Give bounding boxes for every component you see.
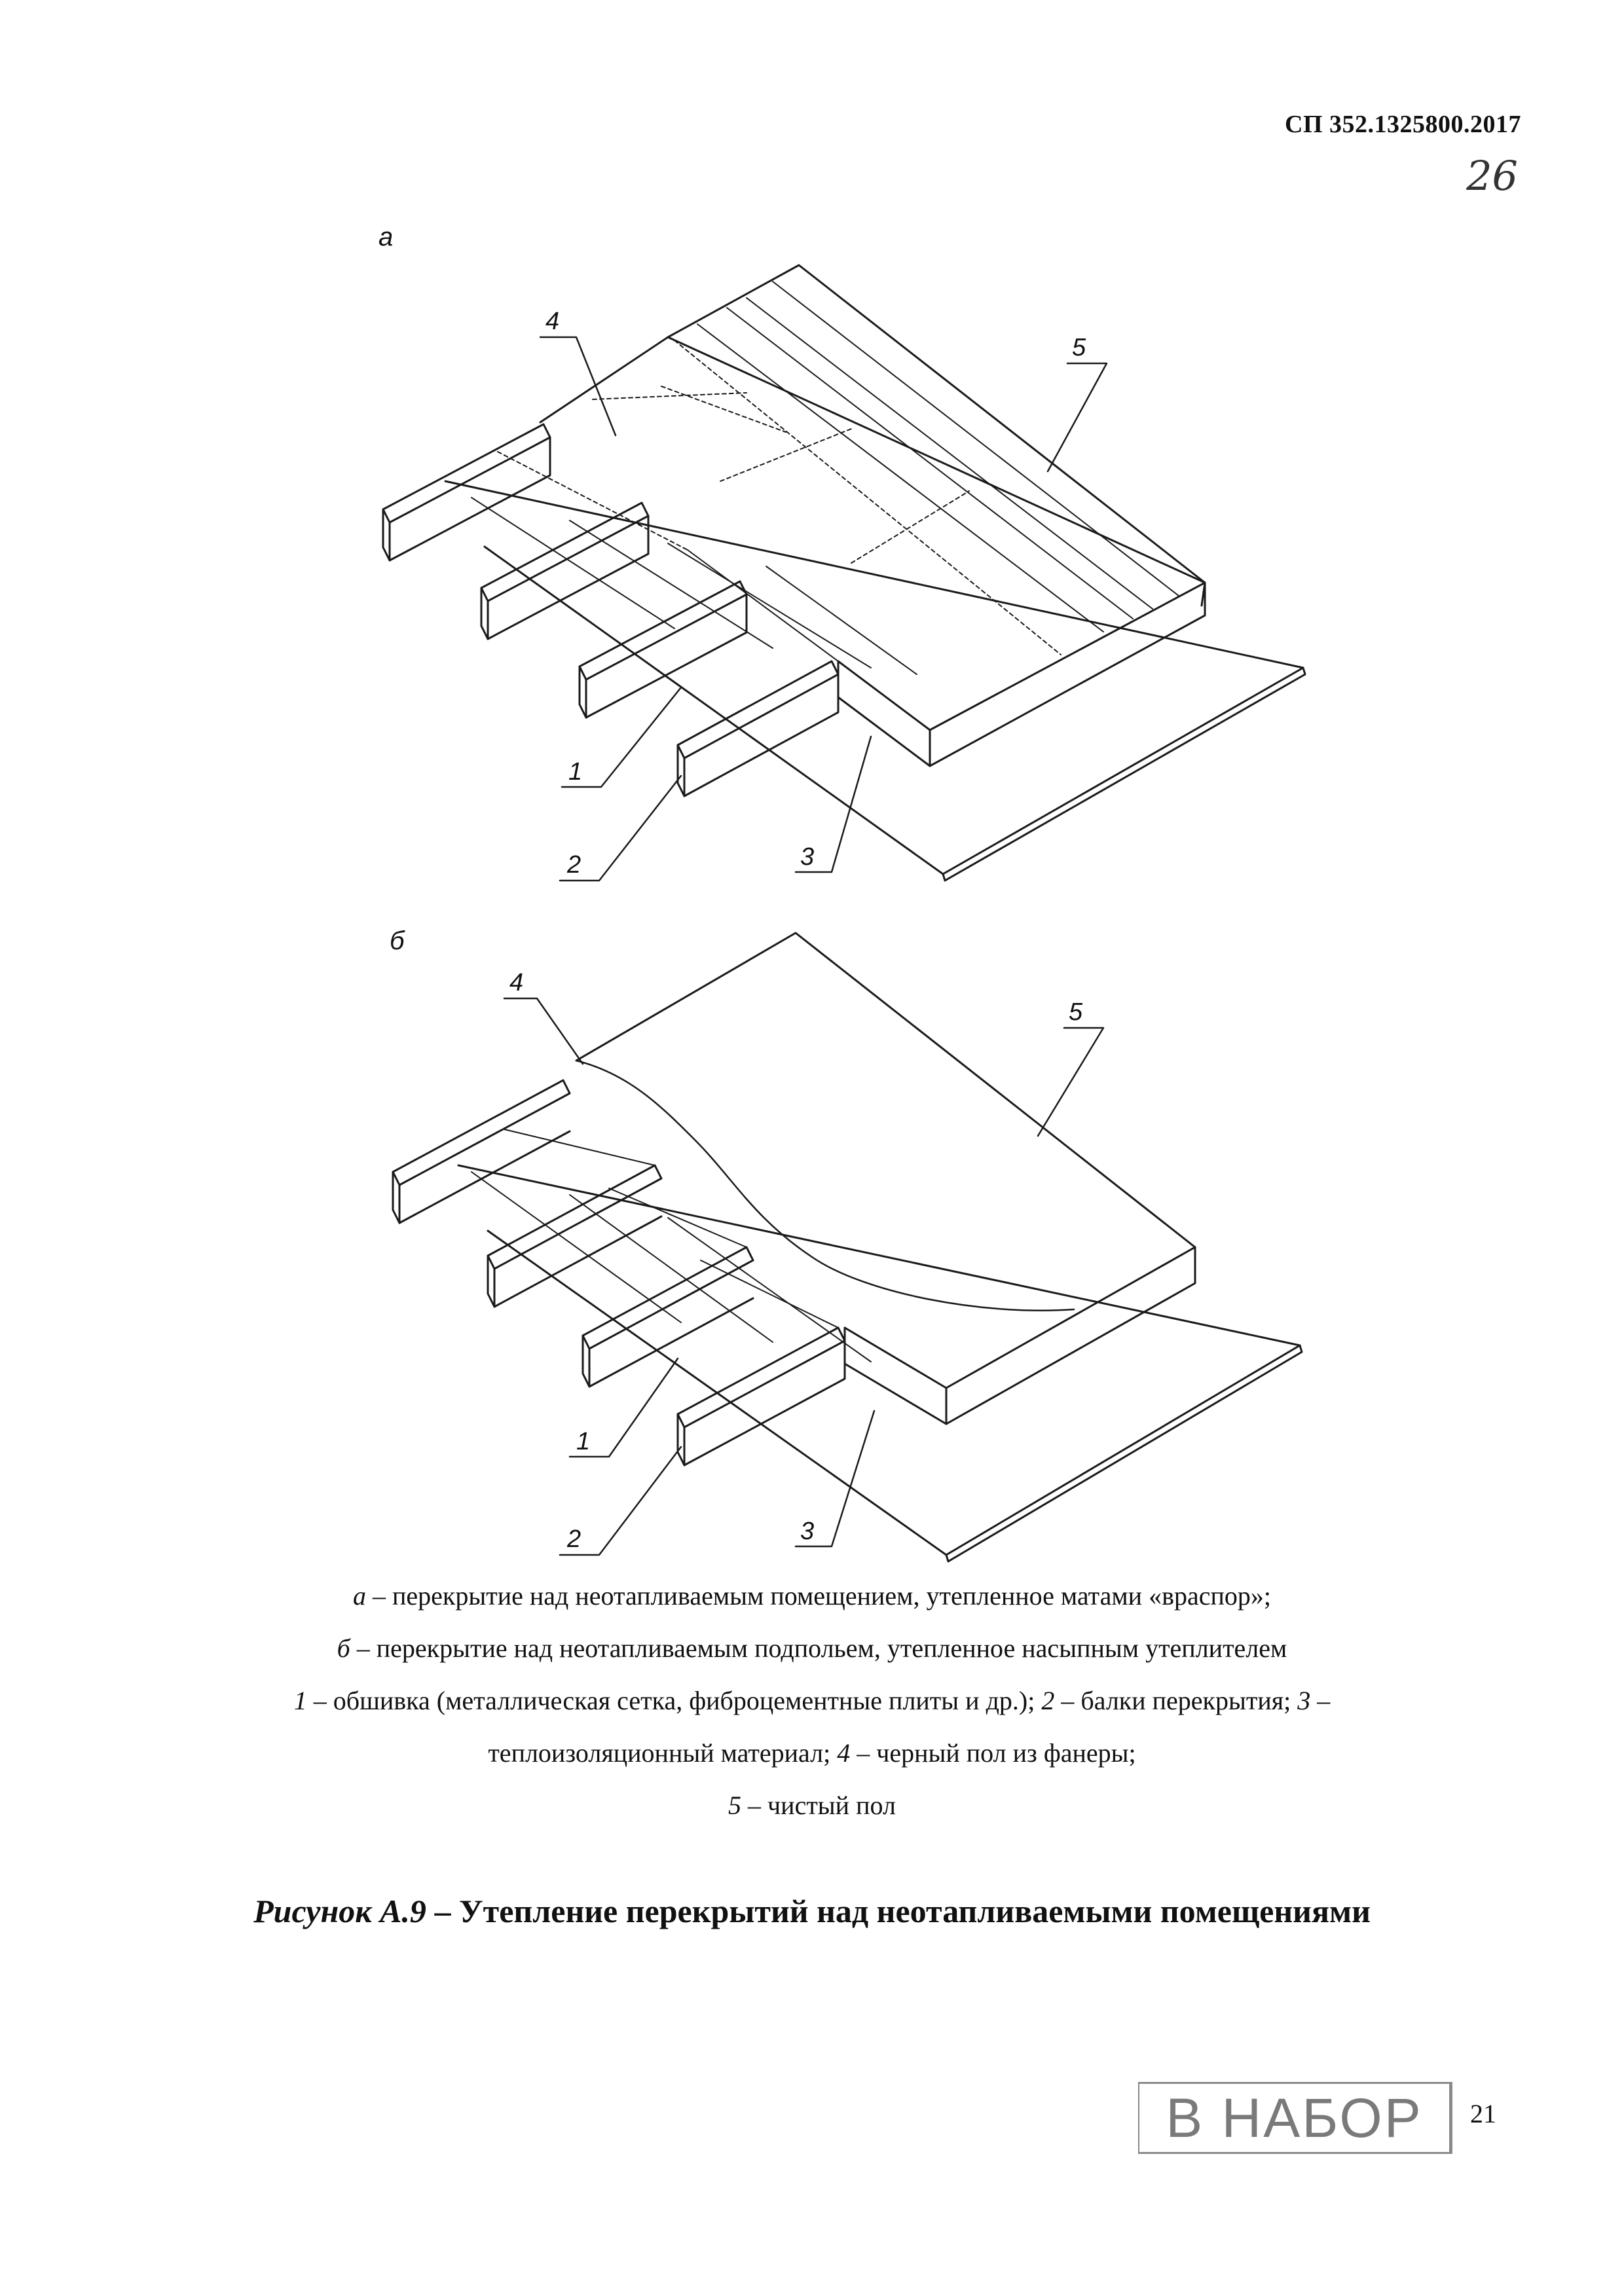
figure-caption-text: – Утепление перекрытий над неотапливаемы… bbox=[426, 1893, 1371, 1929]
legend-line-items-cont: теплоизоляционный материал; 4 – черный п… bbox=[98, 1740, 1526, 1766]
figure-b-label: б bbox=[390, 926, 405, 955]
figure-a-drawing bbox=[382, 264, 1306, 882]
legend-key-3: 3 bbox=[1297, 1686, 1311, 1715]
legend-text-4: – черный пол из фанеры; bbox=[850, 1738, 1136, 1768]
legend-key-a: а bbox=[352, 1581, 366, 1611]
legend-line-b: б – перекрытие над неотапливаемым подпол… bbox=[98, 1635, 1526, 1662]
legend-line-a: а – перекрытие над неотапливаемым помеще… bbox=[98, 1583, 1526, 1609]
figure-b-callout-4: 4 bbox=[509, 969, 524, 996]
legend-line-items: 1 – обшивка (металлическая сетка, фиброц… bbox=[98, 1688, 1526, 1714]
legend-text-5: – чистый пол bbox=[741, 1791, 896, 1820]
figure-a-callout-4: 4 bbox=[545, 308, 560, 335]
figure-a-label: а bbox=[378, 223, 394, 251]
stamp: В НАБОР bbox=[1138, 2082, 1452, 2154]
legend-text-2: – балки перекрытия; bbox=[1054, 1686, 1298, 1715]
legend-line-item-5: 5 – чистый пол bbox=[98, 1793, 1526, 1819]
figure-b-callout-3: 3 bbox=[800, 1518, 815, 1545]
legend-text-a: – перекрытие над неотапливаемым помещени… bbox=[365, 1581, 1271, 1611]
figure-caption-prefix: Рисунок А.9 bbox=[253, 1893, 426, 1929]
figure-a-callout-5: 5 bbox=[1072, 334, 1086, 361]
legend-key-5: 5 bbox=[728, 1791, 742, 1820]
figure-a-callout-2: 2 bbox=[567, 851, 581, 879]
legend-key-1: 1 bbox=[293, 1686, 307, 1715]
figure-b-callout-1: 1 bbox=[576, 1428, 591, 1455]
legend-text-b: – перекрытие над неотапливаемым подполье… bbox=[350, 1633, 1287, 1663]
legend-key-4: 4 bbox=[837, 1738, 851, 1768]
legend-text-3: – bbox=[1310, 1686, 1331, 1715]
legend-key-2: 2 bbox=[1041, 1686, 1055, 1715]
figure-b-callout-5: 5 bbox=[1069, 998, 1083, 1026]
figure-b-leaders bbox=[503, 997, 1105, 1556]
handwritten-page-number: 26 bbox=[1466, 152, 1518, 200]
figure-a-callout-1: 1 bbox=[568, 758, 583, 786]
figure-b-callout-2: 2 bbox=[567, 1525, 581, 1553]
figure-a-callout-3: 3 bbox=[800, 843, 815, 871]
figure-b-drawing bbox=[392, 932, 1303, 1563]
legend-text-3-cont: теплоизоляционный материал; bbox=[488, 1738, 838, 1768]
document-code: СП 352.1325800.2017 bbox=[1285, 111, 1521, 138]
legend-key-b: б bbox=[337, 1633, 350, 1663]
page-number: 21 bbox=[1470, 2099, 1496, 2128]
figure-caption: Рисунок А.9 – Утепление перекрытий над н… bbox=[98, 1892, 1526, 1930]
legend-text-1: – обшивка (металлическая сетка, фиброцем… bbox=[306, 1686, 1042, 1715]
figure-a-leaders bbox=[539, 336, 1108, 882]
